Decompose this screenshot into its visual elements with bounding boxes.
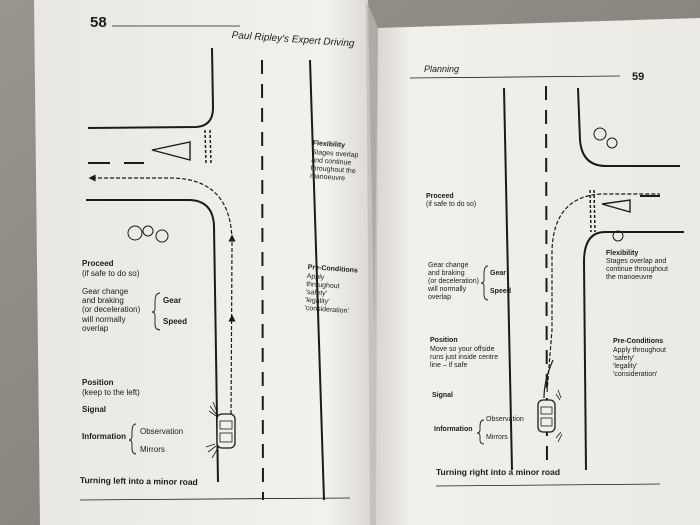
right-gear-label: Gear: [490, 270, 506, 277]
left-caption: Turning left into a minor road: [79, 475, 198, 488]
precondition-line: 'consideration': [613, 371, 658, 379]
left-position-title: Position: [82, 378, 114, 387]
right-proceed-title: Proceed: [426, 193, 454, 200]
precondition-line: Apply throughout: [613, 347, 666, 354]
left-gear-text: Gear change and braking (or deceleration…: [82, 287, 140, 333]
position-line: runs just inside centre: [430, 354, 499, 362]
gutter-shadow: [366, 0, 378, 525]
right-proceed-sub: (if safe to do so): [426, 201, 477, 208]
left-flexibility-text: Stages overlap and continue throughout t…: [310, 149, 359, 184]
left-signal-label: Signal: [82, 405, 107, 414]
right-position-title: Position: [430, 337, 458, 344]
left-gear-label: Gear: [163, 296, 182, 305]
right-page-number: 59: [632, 71, 645, 83]
right-running-head: Planning: [424, 64, 460, 74]
gear-text-line: and braking: [82, 296, 124, 306]
right-signal-label: Signal: [432, 392, 454, 399]
left-speed-label: Speed: [163, 317, 188, 326]
position-line: Move so your offside: [430, 346, 495, 353]
gear-text-line: Gear change: [82, 287, 129, 296]
flexibility-line: Stages overlap and: [606, 258, 667, 265]
gear-text-line: overlap: [428, 294, 451, 302]
right-flexibility-title: Flexibility: [606, 250, 639, 257]
left-proceed-sub: (if safe to do so): [82, 269, 140, 278]
gear-text-line: and braking: [428, 270, 465, 278]
right-preconditions-text: Apply throughout 'safety' 'legality' 'co…: [613, 347, 666, 379]
left-road-diagram: [79, 25, 351, 501]
right-preconditions-title: Pre-Conditions: [613, 338, 664, 345]
gear-text-line: will normally: [428, 286, 467, 294]
right-position-text: Move so your offside runs just inside ce…: [430, 346, 498, 370]
right-page: [372, 18, 700, 525]
flexibility-line: continue throughout: [606, 266, 668, 274]
precondition-line: 'safety': [613, 355, 635, 363]
left-position-sub: (keep to the left): [82, 388, 140, 397]
gear-text-line: Gear change: [428, 262, 469, 269]
left-preconditions-text: Apply throughout 'safety' 'legality' 'co…: [304, 273, 351, 316]
left-page: [34, 0, 378, 525]
left-observation-label: Observation: [140, 427, 184, 436]
gear-text-line: (or deceleration): [428, 278, 479, 286]
left-proceed-title: Proceed: [82, 259, 114, 268]
right-flexibility-text: Stages overlap and continue throughout t…: [606, 258, 668, 282]
right-observation-label: Observation: [486, 416, 524, 423]
gear-text-line: (or deceleration): [82, 305, 141, 315]
precondition-line: 'legality': [613, 363, 638, 371]
right-road-diagram: [409, 75, 684, 487]
right-information-label: Information: [434, 426, 473, 433]
position-line: line – if safe: [430, 362, 468, 370]
flexibility-line: the manoeuvre: [606, 274, 653, 282]
right-speed-label: Speed: [490, 288, 512, 295]
left-mirrors-label: Mirrors: [140, 445, 165, 454]
gear-text-line: overlap: [82, 323, 109, 333]
right-caption: Turning right into a minor road: [436, 467, 561, 477]
right-gear-text: Gear change and braking (or deceleration…: [428, 262, 479, 302]
right-mirrors-label: Mirrors: [486, 434, 508, 441]
gear-text-line: will normally: [82, 314, 126, 324]
left-information-label: Information: [82, 432, 126, 441]
left-page-number: 58: [90, 14, 107, 31]
